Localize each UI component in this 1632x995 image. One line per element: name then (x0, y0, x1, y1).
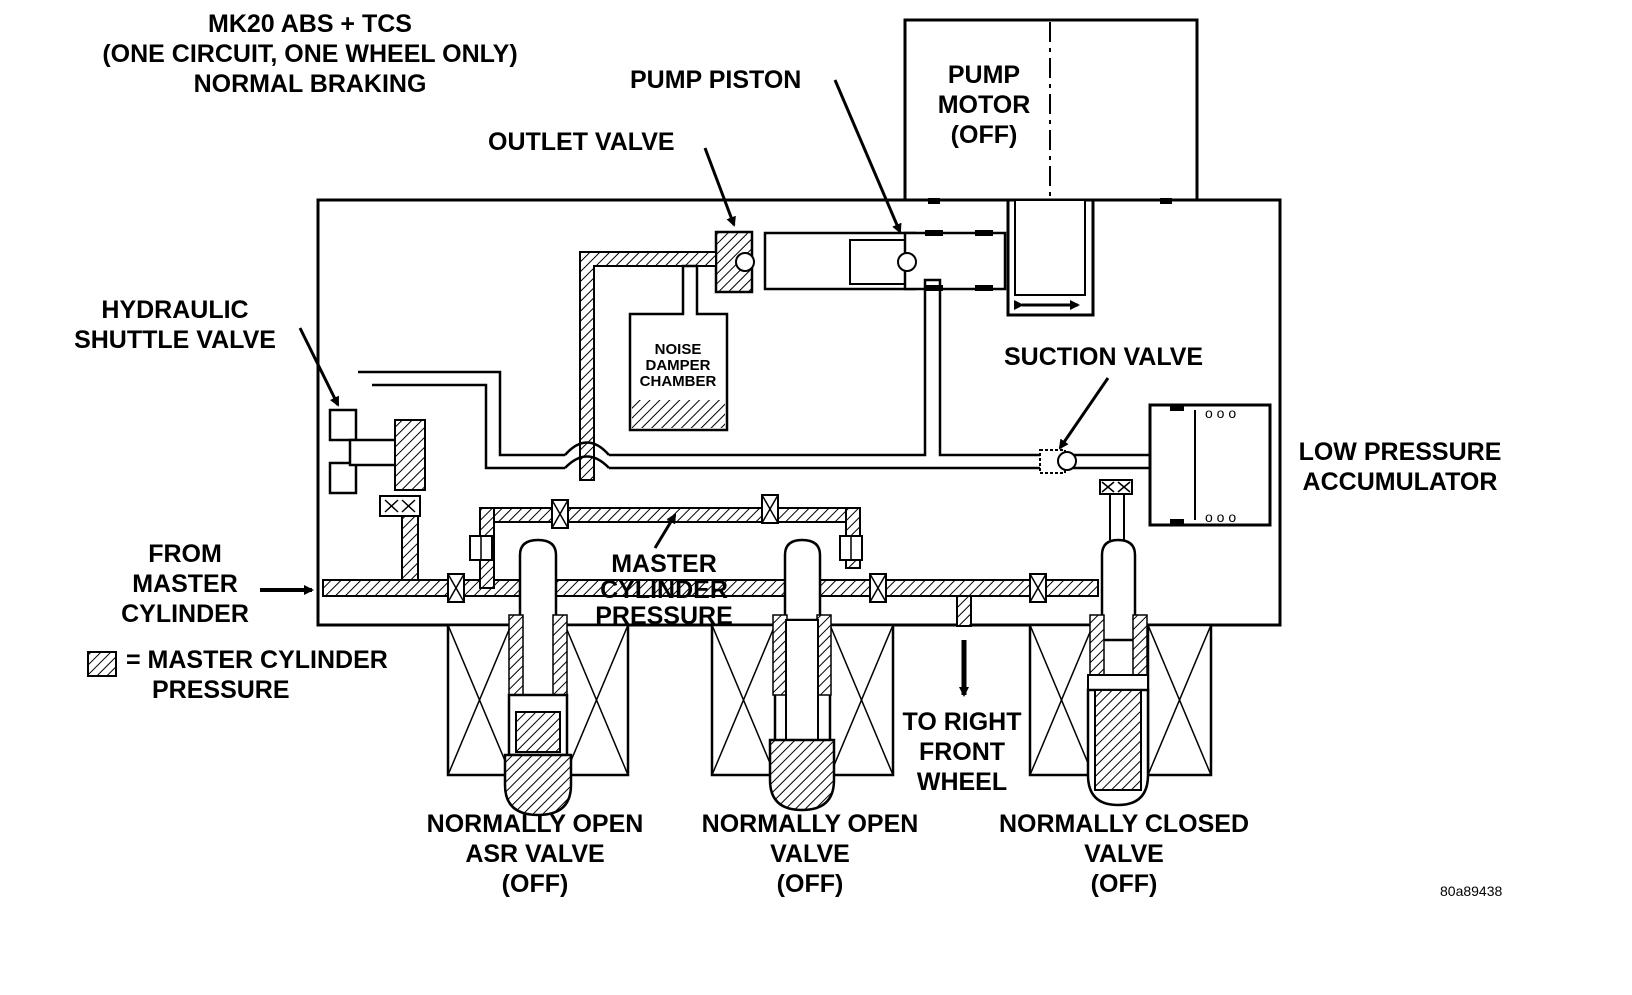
outlet-valve (714, 230, 755, 294)
noise-damper-chamber: NOISE DAMPER CHAMBER (628, 264, 729, 432)
pump-piston (763, 230, 1007, 291)
nc-valve-label-2: VALVE (1084, 840, 1164, 868)
accumulator-label-1: LOW PRESSURE (1299, 438, 1502, 466)
asr-valve-label-2: ASR VALVE (465, 840, 604, 868)
master-cylinder-channels (322, 507, 1099, 627)
leader-arrows (298, 79, 1110, 549)
solenoid-coils (446, 623, 1213, 777)
title-line-3: NORMAL BRAKING (194, 70, 427, 98)
no-valve-label-1: NORMALLY OPEN (702, 810, 919, 838)
normally-open-asr-valve (503, 538, 573, 817)
nc-valve-label-1: NORMALLY CLOSED (999, 810, 1249, 838)
no-valve-label-2: VALVE (770, 840, 850, 868)
to-wheel-label-2: FRONT (919, 738, 1005, 766)
nc-valve-label-3: (OFF) (1091, 870, 1158, 898)
legend-swatch (87, 651, 117, 677)
low-pressure-accumulator: o o o o o o (1099, 403, 1272, 540)
legend-text-2: PRESSURE (152, 676, 290, 704)
asr-valve-label-3: (OFF) (502, 870, 569, 898)
pump-motor-label-1: PUMP (948, 61, 1020, 89)
return-line (358, 278, 1150, 470)
pump-piston-label: PUMP PISTON (630, 66, 801, 94)
noise-damper-label-2: DAMPER (645, 357, 710, 374)
check-valves (447, 494, 1047, 603)
pump-motor-label-3: (OFF) (951, 121, 1018, 149)
svg-text:o o o: o o o (1205, 405, 1236, 421)
shuttle-valve-label-2: SHUTTLE VALVE (74, 326, 276, 354)
legend-text-1: = MASTER CYLINDER (126, 646, 388, 674)
to-wheel-label-1: TO RIGHT (903, 708, 1022, 736)
hydraulic-shuttle-valve (328, 408, 426, 581)
master-pressure-label-1: MASTER (611, 550, 717, 578)
asr-valve-label-1: NORMALLY OPEN (427, 810, 644, 838)
master-pressure-label-2: CYLINDER (600, 576, 728, 604)
accumulator-label-2: ACCUMULATOR (1303, 468, 1498, 496)
diagram-title: MK20 ABS + TCS (ONE CIRCUIT, ONE WHEEL O… (102, 10, 517, 98)
legend: = MASTER CYLINDER PRESSURE (87, 646, 388, 704)
noise-damper-label-1: NOISE (655, 341, 702, 358)
suction-valve-label: SUCTION VALVE (1004, 343, 1203, 371)
noise-damper-label-3: CHAMBER (640, 373, 717, 390)
no-valve-label-3: (OFF) (777, 870, 844, 898)
figure-id: 80a89438 (1440, 883, 1503, 899)
from-master-label-1: FROM (148, 540, 222, 568)
shuttle-valve-label-1: HYDRAULIC (101, 296, 248, 324)
pump-motor-label-2: MOTOR (938, 91, 1031, 119)
outlet-valve-label: OUTLET VALVE (488, 128, 675, 156)
pump-motor (903, 18, 1199, 317)
master-pressure-label-3: PRESSURE (595, 602, 733, 630)
svg-text:o o o: o o o (1205, 509, 1236, 525)
normally-open-valve (768, 538, 836, 812)
suction-valve (1039, 449, 1077, 474)
title-line-1: MK20 ABS + TCS (208, 10, 412, 38)
normally-closed-valve (1086, 538, 1150, 807)
to-wheel-label-3: WHEEL (917, 768, 1007, 796)
from-master-label-2: MASTER (132, 570, 238, 598)
title-line-2: (ONE CIRCUIT, ONE WHEEL ONLY) (102, 40, 517, 68)
from-master-label-3: CYLINDER (121, 600, 249, 628)
